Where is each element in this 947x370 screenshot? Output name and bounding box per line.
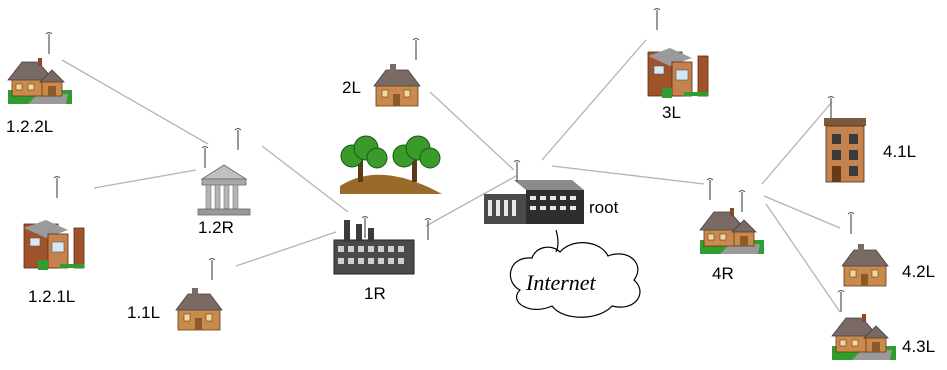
link-4R-41L <box>761 101 833 185</box>
link-4R-42L <box>763 195 841 229</box>
link-root-4R <box>551 165 705 185</box>
temple-icon <box>197 127 251 216</box>
townhouse-icon <box>823 95 867 183</box>
link-11L-1R <box>235 231 337 267</box>
cottage-icon <box>841 211 889 287</box>
factory-icon <box>333 215 432 275</box>
node-label-4.2L: 4.2L <box>902 262 936 281</box>
link-121L-12R <box>93 169 197 189</box>
node-label-1.2.1L: 1.2.1L <box>28 287 76 306</box>
house-icon <box>831 289 897 361</box>
node-label-4.1L: 4.1L <box>883 142 917 161</box>
trees-icon <box>340 135 442 194</box>
node-label-1.1L: 1.1L <box>127 303 161 322</box>
node-label-root: root <box>589 198 619 217</box>
node-label-3L: 3L <box>662 103 681 122</box>
link-2L-root <box>429 91 515 171</box>
link-122L-12R <box>61 59 209 145</box>
node-label-2L: 2L <box>342 78 361 97</box>
brick-house-icon <box>23 175 85 271</box>
node-label-1.2.2L: 1.2.2L <box>6 117 54 136</box>
house-icon <box>699 177 765 255</box>
node-label-4.3L: 4.3L <box>902 337 936 356</box>
server-building-icon <box>484 159 584 224</box>
node-label-4R: 4R <box>712 264 734 283</box>
house-icon <box>7 31 73 105</box>
link-root-3L <box>541 39 647 161</box>
brick-house-icon <box>647 7 709 99</box>
link-1R-root <box>425 175 517 227</box>
internet-label: Internet <box>526 270 596 295</box>
node-label-1.2R: 1.2R <box>198 218 234 237</box>
node-label-1R: 1R <box>364 284 386 303</box>
cottage-icon <box>373 37 421 107</box>
link-12R-1R <box>261 145 349 213</box>
cottage-icon <box>175 257 223 331</box>
links <box>61 39 841 313</box>
link-4R-43L <box>765 203 841 313</box>
cloud-icon <box>509 229 641 318</box>
